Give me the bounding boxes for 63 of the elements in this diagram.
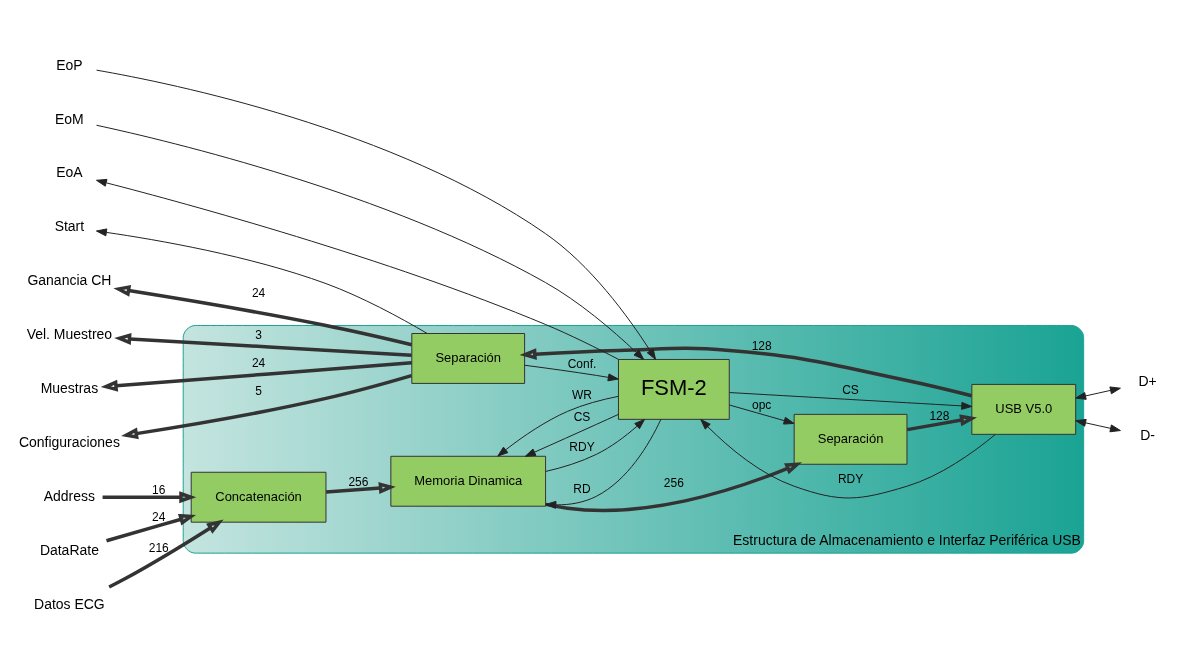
edge-label: Conf. [567, 356, 597, 371]
arrow [106, 513, 196, 542]
node-text: D+ [1138, 372, 1157, 389]
arrow [519, 346, 973, 397]
arrow [121, 373, 413, 439]
node-text: Address [43, 487, 96, 504]
edge-label: 5 [255, 383, 262, 398]
arrow [545, 418, 662, 509]
arrow [1075, 418, 1121, 432]
edge-label: 24 [152, 509, 166, 524]
node-box: Separación [793, 413, 908, 465]
edge-label: 128 [751, 338, 772, 353]
edge-label: 24 [251, 355, 266, 370]
arrow [545, 418, 645, 472]
node-text: EoM [55, 110, 84, 127]
arrow [545, 461, 803, 512]
arrow [102, 490, 197, 503]
edge-label: 216 [148, 540, 169, 555]
edge-label: CS [842, 382, 859, 397]
node-text: DataRate [39, 541, 99, 558]
arrow [96, 69, 657, 360]
node-text: EoP [56, 56, 83, 73]
arrow [700, 418, 996, 498]
edge-label: 256 [348, 474, 369, 489]
node-text: D- [1140, 426, 1155, 443]
edge-label: 16 [152, 482, 166, 497]
arrow [524, 413, 619, 457]
node-text: Configuraciones [18, 433, 120, 450]
edge-label: RDY [569, 439, 595, 454]
arrow [95, 227, 428, 334]
edge-label: 24 [251, 285, 266, 300]
arrow [114, 332, 412, 357]
edge-label: RD [573, 481, 591, 496]
node-text: EoA [56, 163, 83, 180]
arrow [96, 124, 645, 360]
edge-label: CS [573, 409, 591, 424]
arrow [326, 481, 396, 494]
edge-label: WR [572, 387, 592, 402]
node-text: Ganancia CH [27, 271, 112, 288]
arrow [113, 284, 413, 346]
arrow [100, 360, 412, 392]
node-box: Separación [411, 332, 526, 384]
node-text: Vel. Muestreo [26, 325, 113, 342]
edge-label: 3 [255, 327, 262, 342]
arrow [95, 178, 620, 360]
edge-label: 128 [929, 408, 950, 423]
arrow [906, 413, 977, 431]
arrow [524, 364, 619, 381]
node-text: Muestras [40, 379, 99, 396]
node-box: USB V5.0 [971, 383, 1077, 435]
edge-label: opc [752, 397, 772, 412]
node-text: Datos ECG [34, 595, 105, 612]
edge-label: RDY [837, 471, 864, 486]
node-text: Start [54, 217, 85, 234]
node-box: Memoria Dinamica [390, 455, 547, 507]
arrow [108, 519, 224, 589]
node-box: Concatenación [190, 471, 327, 523]
arrow [729, 404, 795, 425]
node-box: FSM-2 [617, 358, 730, 420]
arrow [1075, 385, 1121, 400]
arrow [729, 391, 973, 410]
edge-label: 256 [663, 475, 684, 490]
arrow [497, 395, 619, 457]
